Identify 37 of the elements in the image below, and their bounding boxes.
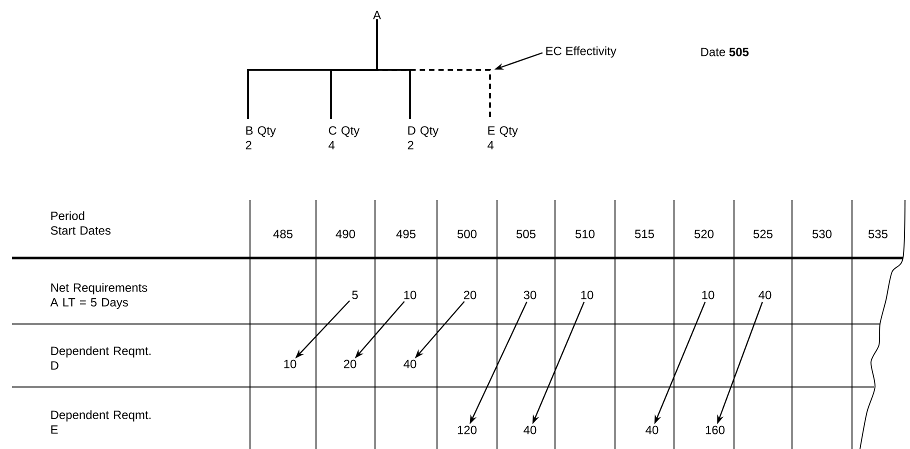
date-label: 535 [868,230,888,238]
quantity-value: 160 [706,426,725,434]
quantity-value: 5 [352,290,358,300]
callout-text: EC Effectivity [546,46,616,58]
date-label: 525 [753,230,772,238]
quantity-value: 40 [524,426,536,434]
item-label: D Qty 2 [408,126,439,150]
date-label: 505 [516,230,536,238]
quantity-value: 40 [758,290,772,300]
quantity-value: 40 [404,360,416,368]
quantity-value: 40 [646,426,658,434]
item-label: E Qty 4 [488,126,518,150]
date-label: 485 [273,230,292,238]
quantity-value: 10 [702,290,714,300]
row-header: Dependent Reqmt. E [51,410,151,434]
quantity-value: 20 [464,290,476,300]
item-label: A [373,10,381,20]
date-note: Date 505 [701,48,749,56]
item-label: C Qty 4 [328,126,360,150]
quantity-value: 10 [404,290,416,300]
date-label: 495 [396,230,416,238]
date-label: 500 [457,230,477,238]
quantity-value: 30 [524,290,536,300]
quantity-value: 10 [284,360,296,368]
quantity-value: 10 [581,290,594,300]
date-label: 520 [694,230,714,238]
row-header: Net Requirements A LT = 5 Days [50,283,148,309]
date-label: 530 [812,230,832,238]
quantity-value: 20 [344,360,356,368]
row-header: Period Start Dates [50,211,111,235]
row-header: Dependent Reqmt. D [51,346,151,370]
date-label: 490 [336,230,356,238]
quantity-value: 120 [458,426,477,434]
item-label: B Qty 2 [246,126,276,150]
tree-line [376,19,411,119]
date-label: 515 [634,230,654,238]
date-label: 510 [575,230,595,238]
